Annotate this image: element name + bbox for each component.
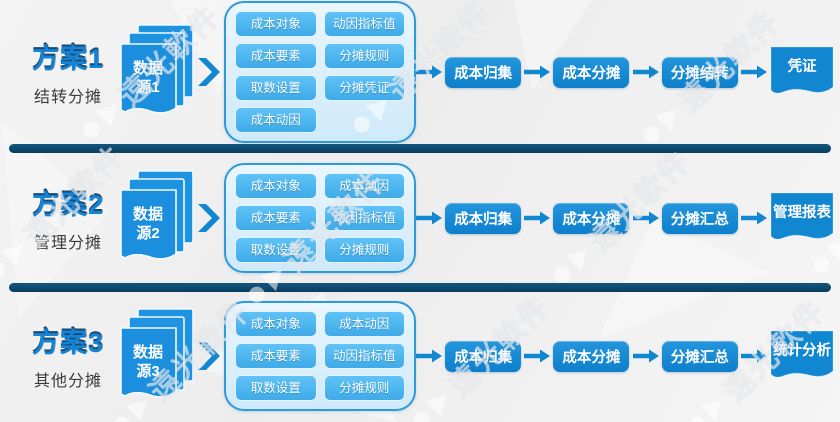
flow-arrow-icon xyxy=(524,349,551,363)
data-source-icon: 数据源1 xyxy=(120,24,196,120)
document-label: 凭证 xyxy=(787,58,817,75)
flow-step: 成本归集 xyxy=(445,340,522,372)
section-divider xyxy=(9,144,831,153)
config-column-right: 成本动因动因指标值分摊规则 xyxy=(323,311,405,401)
config-item: 取数设置 xyxy=(235,237,317,263)
scheme-section-1: 方案1 结转分摊 数据源1 成本对象成本要素取数设置成本动因 动因指标值分摊规则… xyxy=(0,0,840,144)
config-item: 成本对象 xyxy=(235,173,317,199)
flow-step: 成本分摊 xyxy=(553,202,630,234)
scheme-section-2: 方案2 管理分摊 数据源2 成本对象成本要素取数设置 成本动因动因指标值分摊规则… xyxy=(0,153,840,283)
config-item: 成本动因 xyxy=(323,311,405,337)
flow-arrow-icon xyxy=(524,65,551,79)
config-item: 成本要素 xyxy=(235,343,317,369)
config-item: 动因指标值 xyxy=(323,11,405,37)
config-item: 成本对象 xyxy=(235,11,317,37)
config-item: 成本要素 xyxy=(235,43,317,69)
data-source-label: 数据源3 xyxy=(132,343,163,381)
process-flow: 成本归集 成本分摊 分摊结转 凭证 xyxy=(416,46,840,98)
config-item: 分摊规则 xyxy=(323,237,405,263)
config-item: 分摊规则 xyxy=(323,43,405,69)
output-document: 管理报表 xyxy=(770,192,834,244)
document-shape-icon xyxy=(770,192,834,240)
document-shape-icon xyxy=(770,46,834,94)
config-item: 取数设置 xyxy=(235,375,317,401)
flow-arrow-icon xyxy=(632,211,659,225)
scheme-label-block: 方案3 其他分摊 xyxy=(16,321,120,391)
flow-step: 成本分摊 xyxy=(553,340,630,372)
config-box: 成本对象成本要素取数设置成本动因 动因指标值分摊规则分摊凭证 xyxy=(224,1,416,143)
config-column-right: 成本动因动因指标值分摊规则 xyxy=(323,173,405,263)
data-source-label: 数据源2 xyxy=(132,205,163,243)
stacked-pages-icon xyxy=(120,308,194,398)
config-box: 成本对象成本要素取数设置 成本动因动因指标值分摊规则 xyxy=(224,163,416,273)
config-item: 动因指标值 xyxy=(323,205,405,231)
flow-arrow-icon xyxy=(632,349,659,363)
flow-step: 分摊结转 xyxy=(661,56,738,88)
data-source-icon: 数据源2 xyxy=(120,170,196,266)
chevron-right-icon xyxy=(197,341,221,371)
stacked-pages-icon xyxy=(120,24,194,114)
config-column-right: 动因指标值分摊规则分摊凭证 xyxy=(323,11,405,133)
data-source-label: 数据源1 xyxy=(132,59,163,97)
flow-arrow-icon xyxy=(416,349,442,363)
stacked-pages-icon xyxy=(120,170,194,260)
section-divider xyxy=(9,283,831,292)
config-item: 动因指标值 xyxy=(323,343,405,369)
scheme-subtitle: 其他分摊 xyxy=(33,373,102,390)
flow-arrow-icon xyxy=(632,65,659,79)
scheme-subtitle: 结转分摊 xyxy=(33,89,102,106)
config-item: 分摊规则 xyxy=(323,375,405,401)
config-column-left: 成本对象成本要素取数设置成本动因 xyxy=(235,11,317,133)
document-label: 管理报表 xyxy=(772,204,831,221)
chevron-right-icon xyxy=(197,57,221,87)
scheme-section-3: 方案3 其他分摊 数据源3 成本对象成本要素取数设置 成本动因动因指标值分摊规则… xyxy=(0,292,840,420)
flow-arrow-icon xyxy=(416,211,442,225)
flow-step: 成本归集 xyxy=(445,56,522,88)
scheme-title: 方案3 xyxy=(31,328,105,358)
flow-arrow-icon xyxy=(416,65,442,79)
output-document: 凭证 xyxy=(770,46,834,98)
config-column-left: 成本对象成本要素取数设置 xyxy=(235,173,317,263)
config-box: 成本对象成本要素取数设置 成本动因动因指标值分摊规则 xyxy=(224,301,416,411)
flow-step: 成本归集 xyxy=(445,202,522,234)
output-document: 统计分析 xyxy=(770,330,834,382)
flow-step: 分摊汇总 xyxy=(661,340,738,372)
process-flow: 成本归集 成本分摊 分摊汇总 管理报表 xyxy=(416,192,840,244)
chevron-right-icon xyxy=(197,203,221,233)
config-item: 成本要素 xyxy=(235,205,317,231)
data-source-icon: 数据源3 xyxy=(120,308,196,404)
flow-arrow-icon xyxy=(740,349,767,363)
config-item: 成本对象 xyxy=(235,311,317,337)
config-item: 成本动因 xyxy=(235,107,317,133)
config-item: 分摊凭证 xyxy=(323,75,405,101)
flow-arrow-icon xyxy=(524,211,551,225)
scheme-label-block: 方案1 结转分摊 xyxy=(16,37,120,107)
flow-arrow-icon xyxy=(740,211,767,225)
scheme-title: 方案2 xyxy=(31,190,105,220)
scheme-subtitle: 管理分摊 xyxy=(33,235,102,252)
document-label: 统计分析 xyxy=(772,342,831,359)
flow-step: 成本分摊 xyxy=(553,56,630,88)
scheme-title: 方案1 xyxy=(31,44,105,74)
config-column-left: 成本对象成本要素取数设置 xyxy=(235,311,317,401)
flow-step: 分摊汇总 xyxy=(661,202,738,234)
config-item: 成本动因 xyxy=(323,173,405,199)
document-shape-icon xyxy=(770,330,834,378)
config-item: 取数设置 xyxy=(235,75,317,101)
scheme-label-block: 方案2 管理分摊 xyxy=(16,183,120,253)
process-flow: 成本归集 成本分摊 分摊汇总 统计分析 xyxy=(416,330,840,382)
flow-arrow-icon xyxy=(740,65,767,79)
